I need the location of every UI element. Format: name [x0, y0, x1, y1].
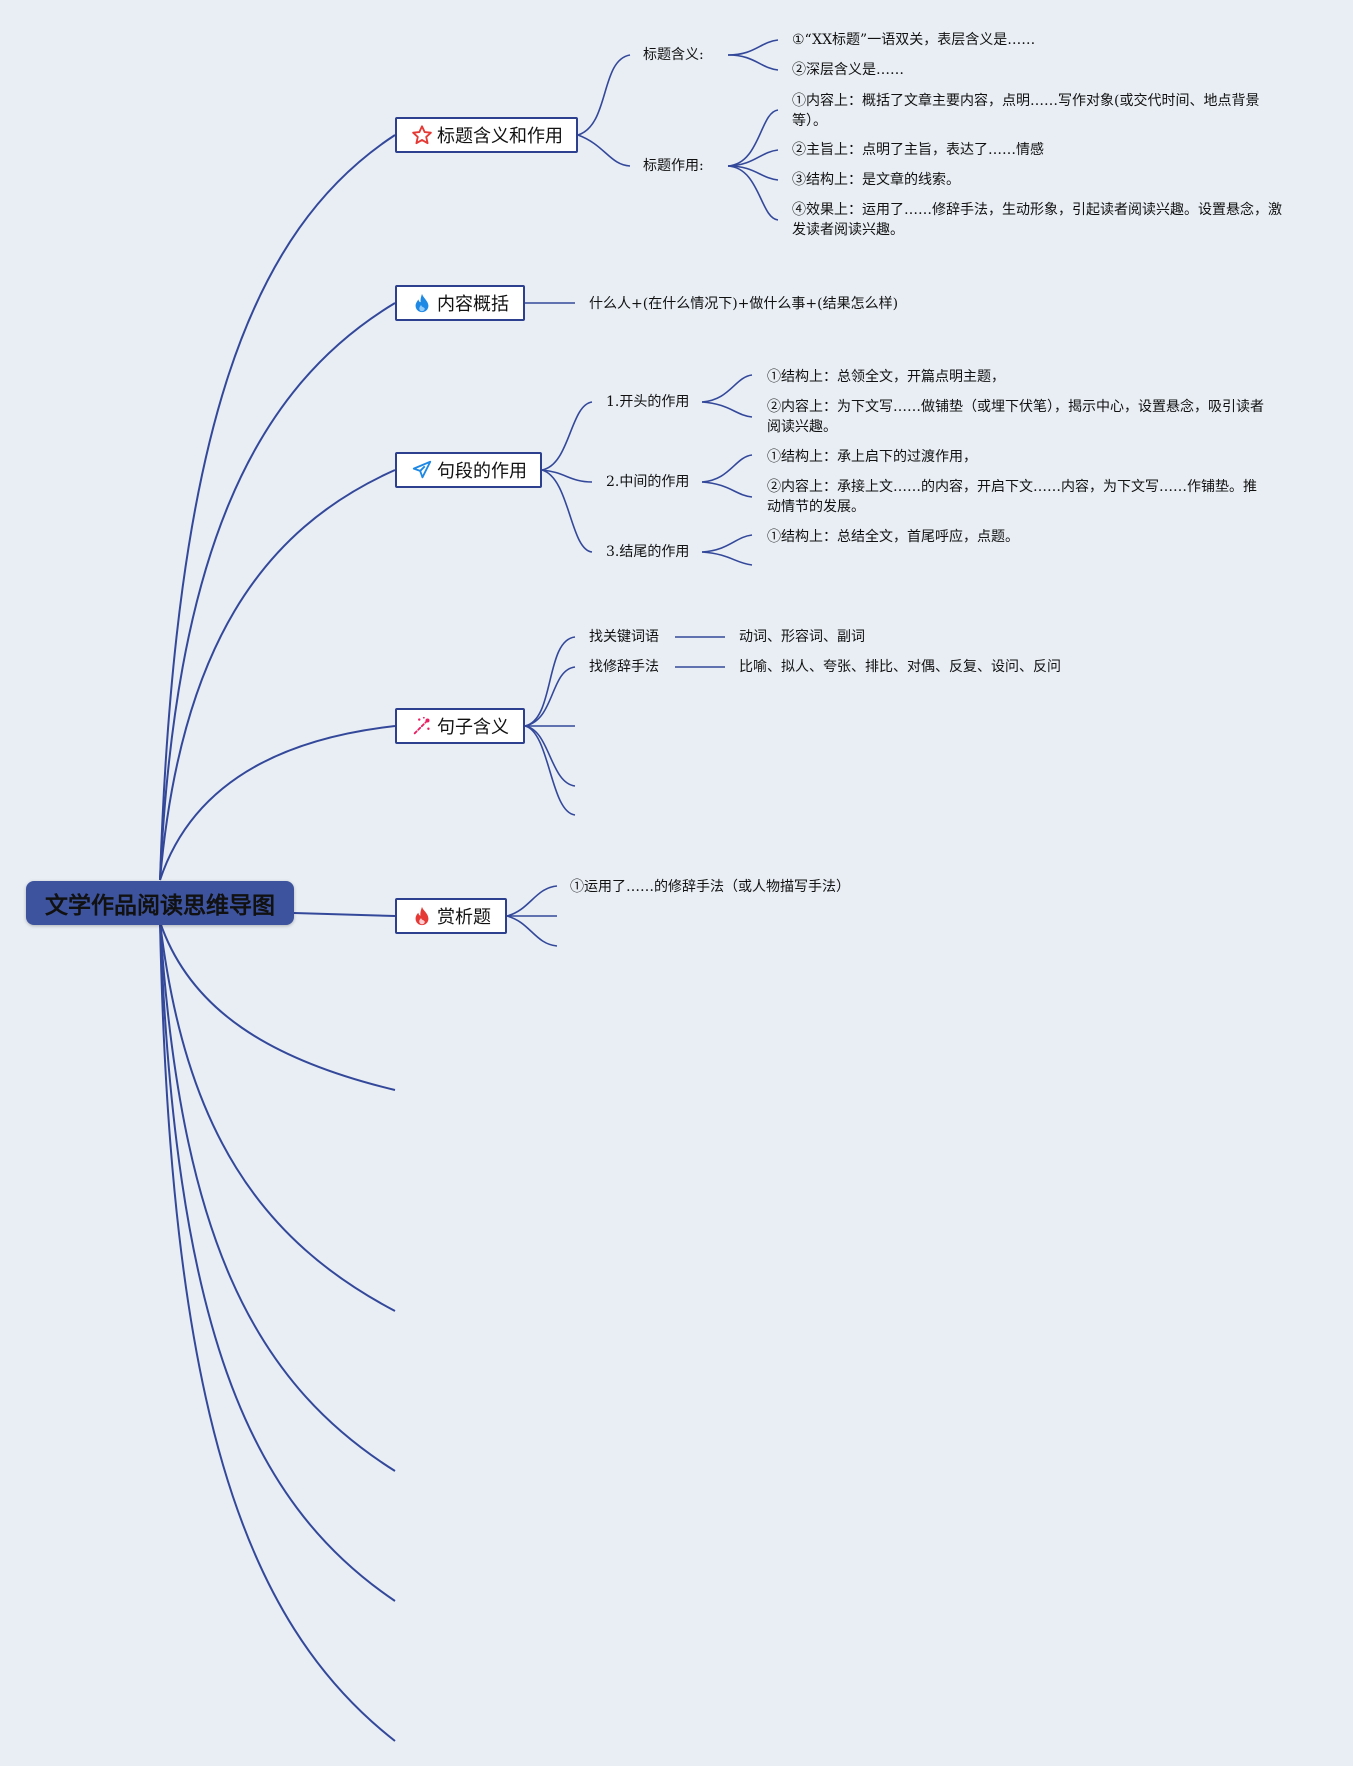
connector-root-appreciation — [293, 912, 396, 917]
sentence-rhetoric-label: 找修辞手法 — [589, 659, 659, 675]
connector-middle-2 — [701, 481, 753, 498]
sentence-keywords-label: 找关键词语 — [589, 629, 659, 645]
connector-function-4 — [727, 165, 779, 221]
branch-label: 内容概括 — [437, 294, 509, 315]
branch-paragraph-function[interactable]: 句段的作用 — [395, 452, 542, 488]
star-icon — [411, 124, 433, 146]
connector-title-meaning — [577, 54, 631, 136]
middle-item-1: ①结构上：承上启下的过渡作用， — [767, 449, 977, 465]
branch-label: 句段的作用 — [437, 461, 527, 482]
sentence-rhetoric-value: 比喻、拟人、夸张、排比、对偶、反复、设问、反问 — [739, 659, 1061, 675]
connector-root-empty-4 — [159, 921, 396, 1602]
middle-item-2: ②内容上：承接上文……的内容，开启下文……内容，为下文写……作铺垫。推动情节的发… — [767, 479, 1257, 515]
branch-sentence-meaning[interactable]: 句子含义 — [395, 708, 525, 744]
connector-root-empty-2 — [159, 921, 396, 1312]
water-drop-icon — [411, 292, 433, 314]
connector-root-summary — [159, 302, 396, 881]
connector-root-paragraph — [159, 469, 396, 881]
title-meaning-item-2: ②深层含义是…… — [792, 62, 904, 78]
opening-item-2: ②内容上：为下文写……做铺垫（或埋下伏笔），揭示中心，设置悬念，吸引读者阅读兴趣… — [767, 399, 1264, 435]
paragraph-opening-label: 1.开头的作用 — [606, 394, 690, 410]
connector-ending-1 — [701, 534, 753, 553]
branch-label: 赏析题 — [437, 907, 491, 928]
title-meaning-label: 标题含义: — [643, 47, 704, 63]
connector-opening-2 — [701, 401, 753, 418]
branch-appreciation[interactable]: 赏析题 — [395, 898, 507, 934]
connector-paragraph-middle — [541, 469, 593, 483]
connector-root-sentence — [159, 725, 396, 881]
connector-root-empty-3 — [159, 921, 396, 1472]
connector-paragraph-ending — [541, 469, 593, 553]
connector-meaning-2 — [727, 54, 779, 71]
connector-sentence-keywords — [524, 636, 576, 727]
connector-meaning-1 — [727, 39, 779, 56]
sparkle-icon — [411, 715, 433, 737]
title-function-label: 标题作用: — [643, 158, 704, 174]
connector-ending-2 — [701, 551, 753, 566]
connector-sentence-rhetoric — [524, 666, 576, 727]
title-function-item-1: ①内容上：概括了文章主要内容，点明……写作对象(或交代时间、地点背景等）。 — [792, 93, 1260, 129]
appreciation-item-1: ①运用了……的修辞手法（或人物描写手法） — [570, 879, 850, 895]
connector-sentence-empty-3 — [524, 725, 576, 816]
branch-title-meaning-function[interactable]: 标题含义和作用 — [395, 117, 578, 153]
summary-formula: 什么人+(在什么情况下)+做什么事+(结果怎么样) — [589, 296, 899, 312]
root-node[interactable]: 文学作品阅读思维导图 — [26, 881, 294, 925]
connector-middle-1 — [701, 454, 753, 483]
connector-sentence-empty-2 — [524, 725, 576, 787]
sentence-keywords-value: 动词、形容词、副词 — [739, 629, 865, 645]
connector-appreciation-1 — [506, 885, 558, 917]
connector-root-empty-5 — [159, 921, 396, 1742]
opening-item-1: ①结构上：总领全文，开篇点明主题， — [767, 369, 1005, 385]
paper-plane-icon — [411, 459, 433, 481]
branch-label: 标题含义和作用 — [437, 126, 563, 147]
connector-opening-1 — [701, 374, 753, 403]
root-title: 文学作品阅读思维导图 — [45, 893, 275, 919]
connector-function-2 — [727, 149, 779, 167]
title-meaning-item-1: ①“XX标题”一语双关，表层含义是…… — [792, 32, 1036, 48]
ending-item-1: ①结构上：总结全文，首尾呼应，点题。 — [767, 529, 1019, 545]
connector-paragraph-opening — [541, 401, 593, 471]
paragraph-middle-label: 2.中间的作用 — [606, 474, 690, 490]
branch-content-summary[interactable]: 内容概括 — [395, 285, 525, 321]
connector-title-function — [577, 134, 631, 167]
connector-root-title — [159, 134, 396, 881]
title-function-item-3: ③结构上：是文章的线索。 — [792, 172, 960, 188]
title-function-item-2: ②主旨上：点明了主旨，表达了……情感 — [792, 142, 1044, 158]
branch-label: 句子含义 — [437, 717, 509, 738]
flame-icon — [411, 905, 433, 927]
connector-appreciation-3 — [506, 915, 558, 947]
connector-function-1 — [727, 109, 779, 167]
connector-root-empty-1 — [159, 921, 396, 1091]
paragraph-ending-label: 3.结尾的作用 — [606, 544, 690, 560]
title-function-item-4: ④效果上：运用了……修辞手法，生动形象，引起读者阅读兴趣。设置悬念，激发读者阅读… — [792, 202, 1282, 238]
